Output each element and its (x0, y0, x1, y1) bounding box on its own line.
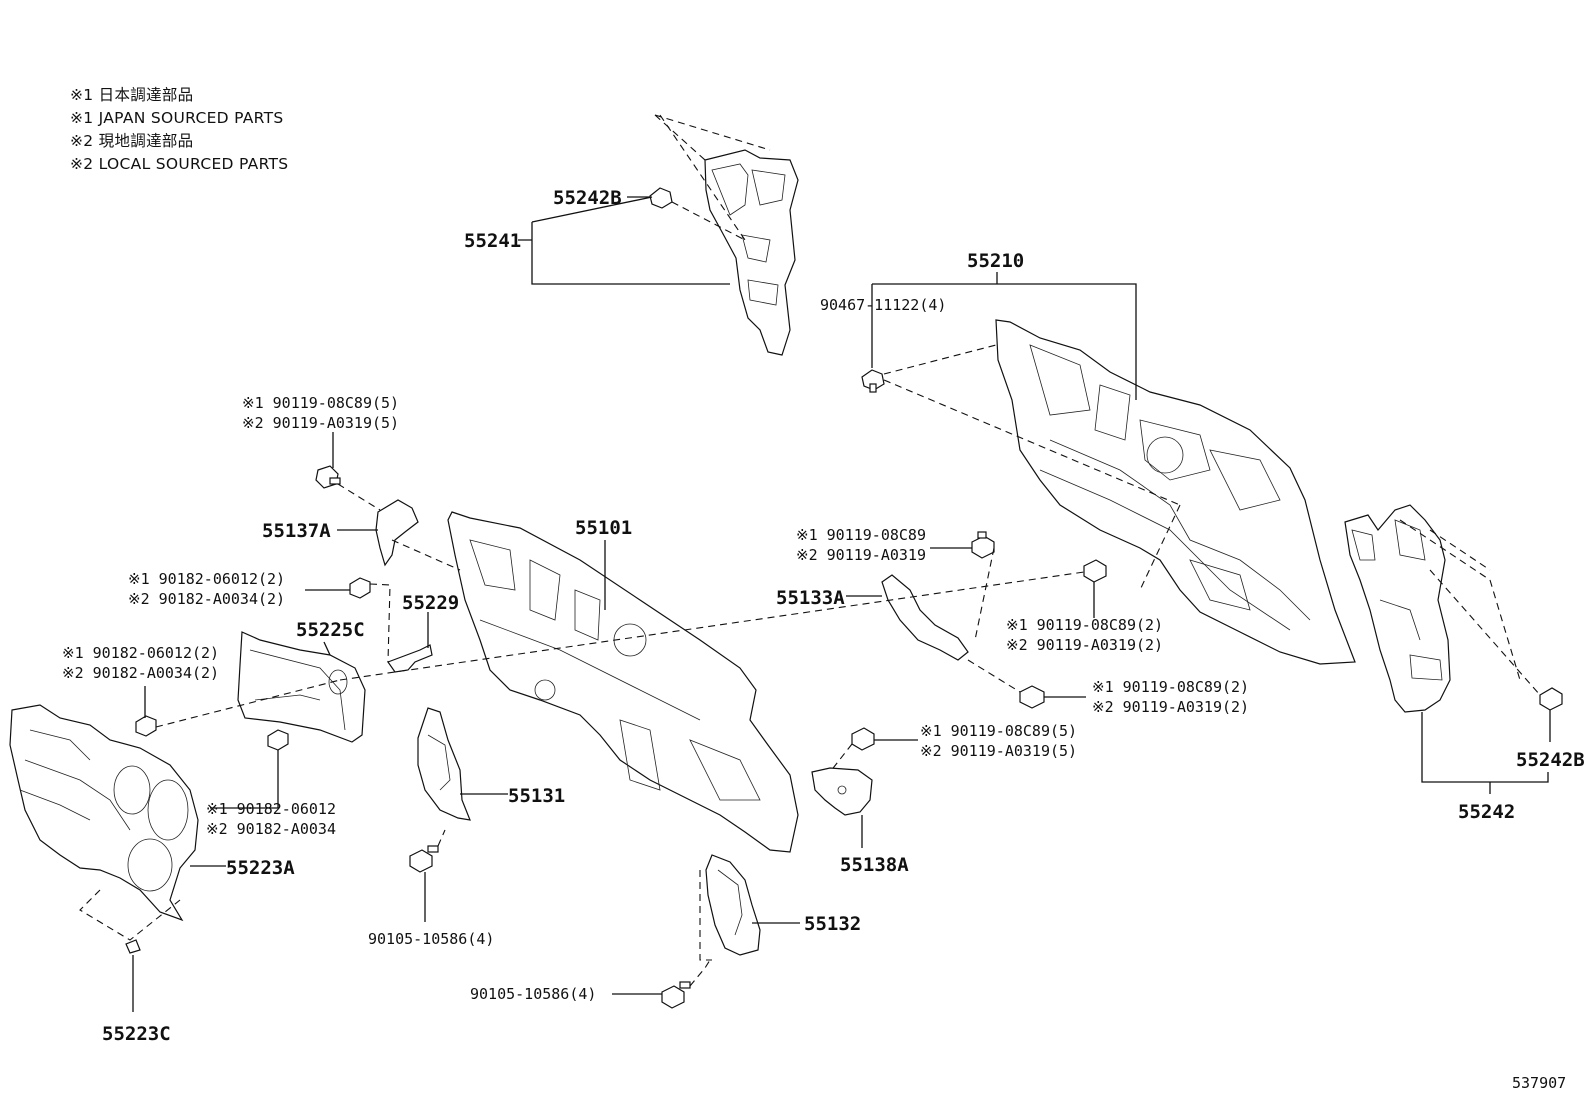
part-55133A-shape (881, 574, 969, 661)
label-90119-japan: ※1 90119-08C89 (796, 526, 926, 544)
fastener-90119-5 (315, 465, 341, 489)
label-90182-2a-local: ※2 90182-A0034(2) (128, 590, 285, 608)
fastener-90182-2a (349, 577, 371, 599)
fastener-90182-2b (135, 715, 157, 737)
label-90119-5b-japan: ※1 90119-08C89(5) (920, 722, 1077, 740)
label-55229: 55229 (402, 592, 459, 614)
label-90182-2b-japan: ※1 90182-06012(2) (62, 644, 219, 662)
part-55225C-shape (237, 631, 366, 743)
label-90182-japan: ※1 90182-06012 (206, 800, 336, 818)
leader-lines (132, 196, 1551, 1012)
label-90105-b: 90105-10586(4) (470, 985, 596, 1003)
label-90119-5-local: ※2 90119-A0319(5) (242, 414, 399, 432)
figure-id: 537907 (1512, 1074, 1566, 1092)
label-90119-local: ※2 90119-A0319 (796, 546, 926, 564)
label-90119-2a-japan: ※1 90119-08C89(2) (1006, 616, 1163, 634)
label-55223A: 55223A (226, 857, 295, 879)
part-55210-shape (995, 319, 1356, 665)
label-90119-2a-local: ※2 90119-A0319(2) (1006, 636, 1163, 654)
label-90105-a: 90105-10586(4) (368, 930, 494, 948)
label-55138A: 55138A (840, 854, 909, 876)
fastener-90119 (971, 531, 995, 559)
fastener-90182 (267, 729, 289, 751)
part-55223C-shape (125, 939, 141, 954)
label-90119-2b-japan: ※1 90119-08C89(2) (1092, 678, 1249, 696)
part-55138A-shape (811, 767, 873, 816)
label-90119-5b-local: ※2 90119-A0319(5) (920, 742, 1077, 760)
label-90182-local: ※2 90182-A0034 (206, 820, 336, 838)
label-55241: 55241 (464, 230, 521, 252)
part-55131-shape (417, 707, 471, 821)
label-55210: 55210 (967, 250, 1024, 272)
part-55101-shape (447, 511, 799, 853)
fastener-90119-5b (851, 727, 875, 751)
sourcing-notes: ※1 日本調達部品 ※1 JAPAN SOURCED PARTS ※2 現地調達… (70, 84, 288, 176)
label-55101: 55101 (575, 517, 632, 539)
note-local-jp: ※2 現地調達部品 (70, 132, 194, 150)
fastener-90119-2b (1019, 685, 1045, 709)
label-55225C: 55225C (296, 619, 365, 641)
part-55242-shape (1344, 504, 1451, 713)
label-90182-2b-local: ※2 90182-A0034(2) (62, 664, 219, 682)
note-japan-en: ※1 JAPAN SOURCED PARTS (70, 109, 284, 127)
note-japan-jp: ※1 日本調達部品 (70, 86, 194, 104)
label-90182-2a-japan: ※1 90182-06012(2) (128, 570, 285, 588)
note-local-en: ※2 LOCAL SOURCED PARTS (70, 155, 289, 173)
label-55133A: 55133A (776, 587, 845, 609)
part-55132-shape (705, 854, 761, 956)
label-55242: 55242 (1458, 801, 1515, 823)
assembly-lines (79, 114, 1541, 987)
part-labels: 55242B 55241 55210 90467-11122(4) ※1 901… (62, 187, 1585, 1092)
label-55131: 55131 (508, 785, 565, 807)
label-55137A: 55137A (262, 520, 331, 542)
label-90119-5-japan: ※1 90119-08C89(5) (242, 394, 399, 412)
part-55241-shape (704, 149, 799, 356)
part-55223A-shape (9, 704, 199, 922)
label-55242B-right: 55242B (1516, 749, 1585, 771)
label-55132: 55132 (804, 913, 861, 935)
fastener-90119-2a (1083, 559, 1107, 583)
label-55242B-top: 55242B (553, 187, 622, 209)
label-90467: 90467-11122(4) (820, 296, 946, 314)
part-55229-shape (387, 644, 433, 673)
fastener-55242B-top (649, 187, 673, 209)
fastener-90467 (861, 369, 885, 393)
fastener-55242B-right (1539, 687, 1563, 711)
fastener-90105-a (409, 845, 439, 873)
part-55137A-shape (375, 499, 419, 567)
fastener-90105-b (661, 981, 691, 1009)
label-55223C: 55223C (102, 1023, 171, 1045)
label-90119-2b-local: ※2 90119-A0319(2) (1092, 698, 1249, 716)
